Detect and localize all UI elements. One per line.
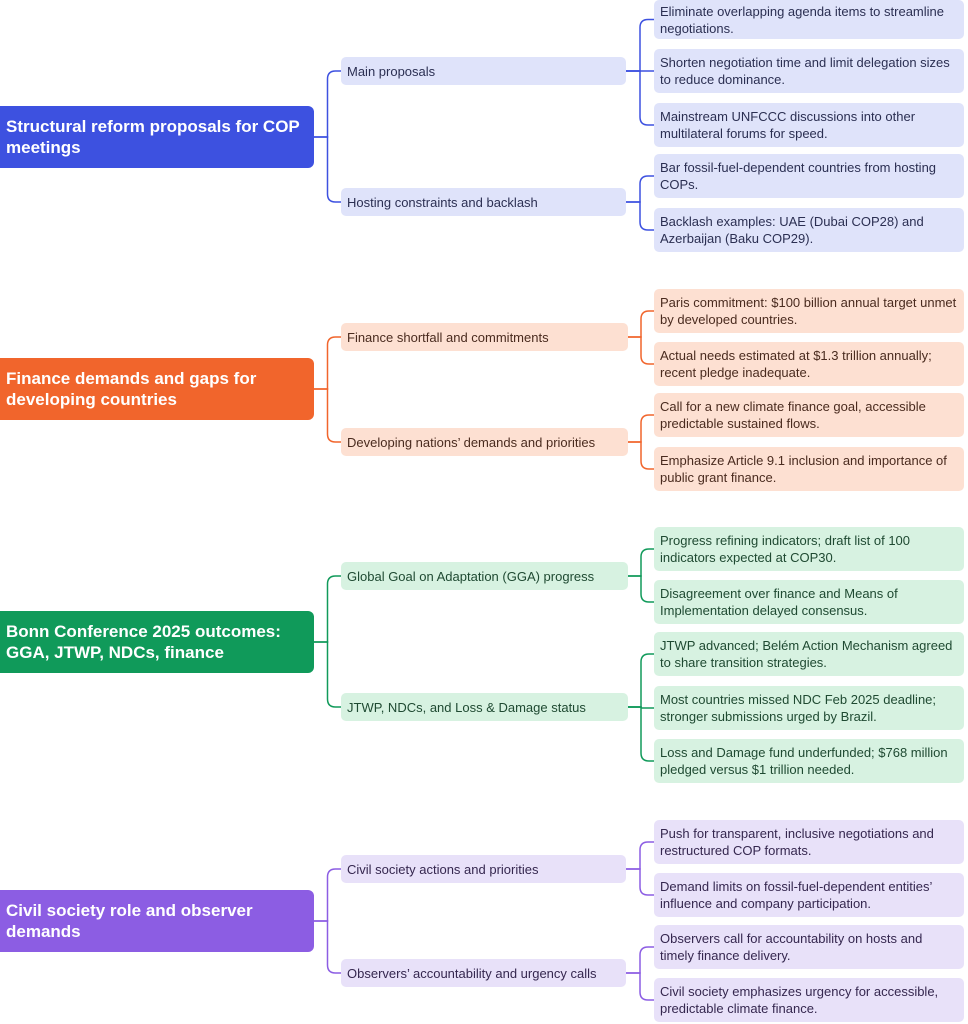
branch-title: Structural reform proposals for COP meet… bbox=[0, 106, 314, 168]
connector-line bbox=[626, 946, 654, 974]
subtopic-jtwp-status: JTWP, NDCs, and Loss & Damage status bbox=[341, 693, 628, 721]
detail-item: Eliminate overlapping agenda items to st… bbox=[654, 0, 964, 39]
detail-item: Disagreement over finance and Means of I… bbox=[654, 580, 964, 624]
connector-line bbox=[314, 336, 341, 390]
detail-item: Progress refining indicators; draft list… bbox=[654, 527, 964, 571]
subtopic-finance-shortfall: Finance shortfall and commitments bbox=[341, 323, 628, 351]
branch-title: Finance demands and gaps for developing … bbox=[0, 358, 314, 420]
connector-line bbox=[314, 136, 341, 203]
branch-title: Civil society role and observer demands bbox=[0, 890, 314, 952]
connector-line bbox=[628, 653, 654, 708]
connector-line bbox=[628, 548, 654, 577]
detail-item: Observers call for accountability on hos… bbox=[654, 925, 964, 969]
detail-item: Loss and Damage fund underfunded; $768 m… bbox=[654, 739, 964, 783]
connector-line bbox=[626, 175, 654, 203]
connector-line bbox=[626, 841, 654, 870]
detail-item: Actual needs estimated at $1.3 trillion … bbox=[654, 342, 964, 386]
detail-item: JTWP advanced; Belém Action Mechanism ag… bbox=[654, 632, 964, 676]
connector-line bbox=[314, 868, 341, 922]
detail-item: Call for a new climate finance goal, acc… bbox=[654, 393, 964, 437]
connector-line bbox=[628, 310, 654, 338]
subtopic-hosting-constraints: Hosting constraints and backlash bbox=[341, 188, 626, 216]
detail-item: Paris commitment: $100 billion annual ta… bbox=[654, 289, 964, 333]
connector-line bbox=[626, 201, 654, 231]
detail-item: Shorten negotiation time and limit deleg… bbox=[654, 49, 964, 93]
connector-line bbox=[628, 575, 654, 603]
subtopic-gga-progress: Global Goal on Adaptation (GGA) progress bbox=[341, 562, 628, 590]
detail-item: Push for transparent, inclusive negotiat… bbox=[654, 820, 964, 864]
detail-item: Emphasize Article 9.1 inclusion and impo… bbox=[654, 447, 964, 491]
connector-line bbox=[314, 641, 341, 708]
connector-line bbox=[628, 336, 654, 365]
connector-line bbox=[314, 920, 341, 974]
connector-line bbox=[628, 441, 654, 470]
connector-line bbox=[626, 972, 654, 1001]
subtopic-observers-accountability: Observers’ accountability and urgency ca… bbox=[341, 959, 626, 987]
connector-line bbox=[626, 70, 654, 126]
connector-line bbox=[628, 706, 654, 762]
connector-line bbox=[628, 414, 654, 443]
branch-title: Bonn Conference 2025 outcomes: GGA, JTWP… bbox=[0, 611, 314, 673]
detail-item: Most countries missed NDC Feb 2025 deadl… bbox=[654, 686, 964, 730]
detail-item: Mainstream UNFCCC discussions into other… bbox=[654, 103, 964, 147]
subtopic-civil-society-actions: Civil society actions and priorities bbox=[341, 855, 626, 883]
detail-item: Backlash examples: UAE (Dubai COP28) and… bbox=[654, 208, 964, 252]
connector-line bbox=[626, 868, 654, 896]
connector-line bbox=[626, 18, 654, 72]
subtopic-developing-demands: Developing nations’ demands and prioriti… bbox=[341, 428, 628, 456]
detail-item: Demand limits on fossil-fuel-dependent e… bbox=[654, 873, 964, 917]
connector-line bbox=[314, 388, 341, 443]
connector-line bbox=[314, 70, 341, 138]
connector-line bbox=[314, 575, 341, 643]
subtopic-main-proposals: Main proposals bbox=[341, 57, 626, 85]
detail-item: Civil society emphasizes urgency for acc… bbox=[654, 978, 964, 1022]
detail-item: Bar fossil-fuel-dependent countries from… bbox=[654, 154, 964, 198]
